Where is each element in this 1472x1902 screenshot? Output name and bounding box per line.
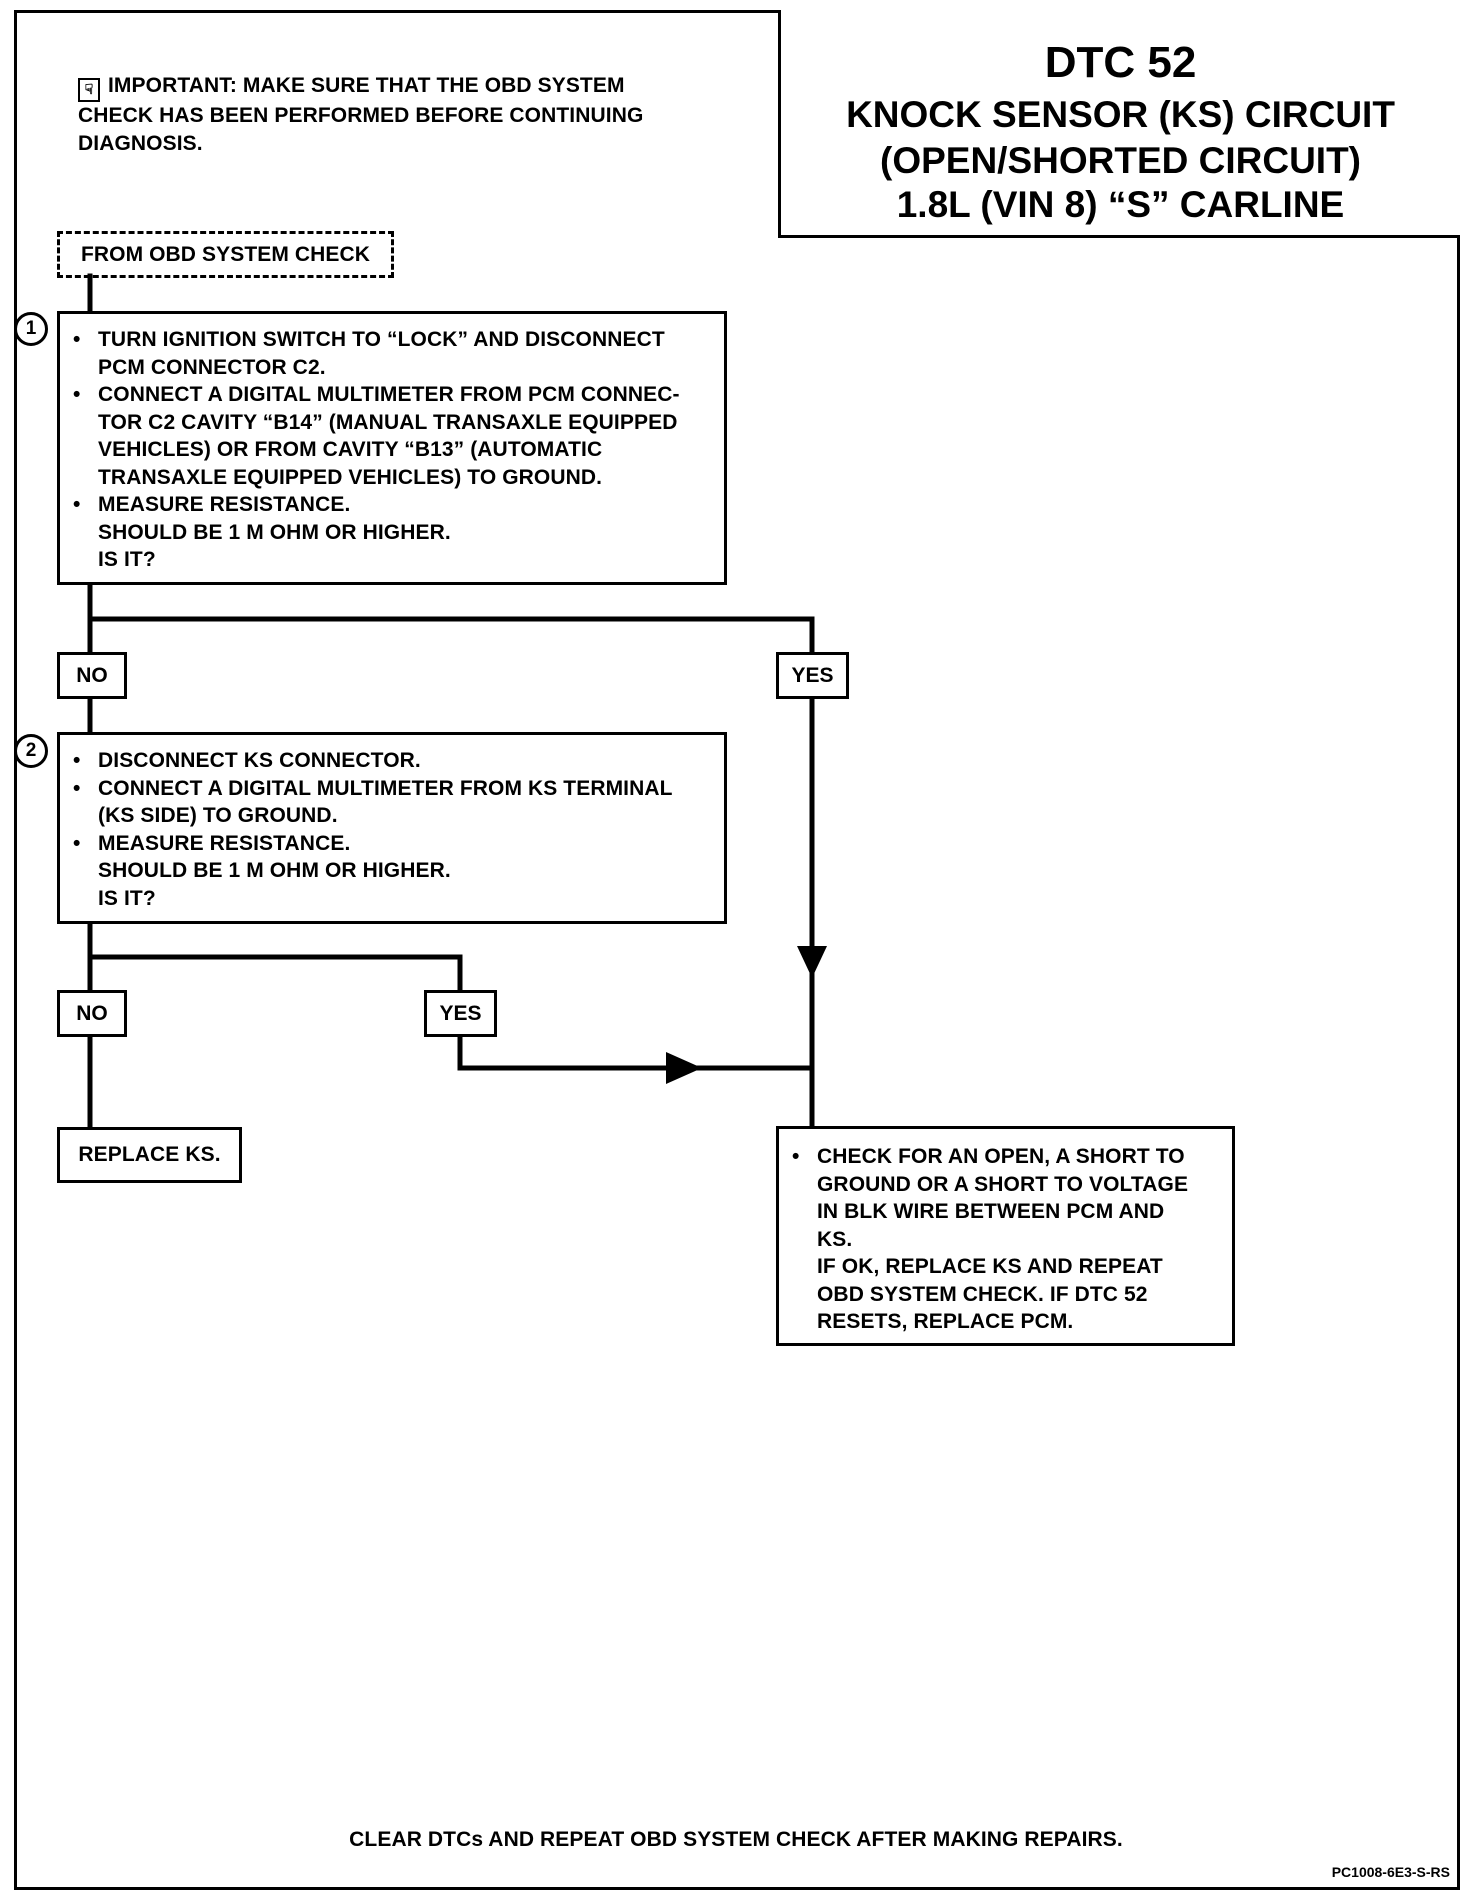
figure-code: PC1008-6E3-S-RS <box>1331 1864 1450 1880</box>
step-1-box: TURN IGNITION SWITCH TO “LOCK” AND DISCO… <box>57 311 727 585</box>
page-frame <box>14 10 1460 1890</box>
arrow-down-icon <box>797 946 827 978</box>
start-label: FROM OBD SYSTEM CHECK <box>80 242 371 266</box>
replace-ks-label: REPLACE KS. <box>78 1143 221 1167</box>
step-2-yes-label: YES <box>424 990 497 1037</box>
step-2-box: DISCONNECT KS CONNECTOR. CONNECT A DIGIT… <box>57 732 727 924</box>
step-2-number: 2 <box>14 734 48 768</box>
dtc-number: DTC 52 <box>1044 38 1197 87</box>
step-2-bullet-1: DISCONNECT KS CONNECTOR. <box>60 747 716 775</box>
check-wiring-list: CHECK FOR AN OPEN, A SHORT TO GROUND OR … <box>779 1143 1226 1336</box>
start-box: FROM OBD SYSTEM CHECK <box>57 231 394 278</box>
step-1-bullet-2: CONNECT A DIGITAL MULTIMETER FROM PCM CO… <box>60 381 716 491</box>
title-box: DTC 52 KNOCK SENSOR (KS) CIRCUIT (OPEN/S… <box>778 10 1460 238</box>
replace-ks-box: REPLACE KS. <box>57 1127 242 1183</box>
arrow-right-icon <box>666 1052 702 1084</box>
step-1-yes-label: YES <box>776 652 849 699</box>
check-wiring-box: CHECK FOR AN OPEN, A SHORT TO GROUND OR … <box>776 1126 1235 1346</box>
dtc-title: KNOCK SENSOR (KS) CIRCUIT <box>846 94 1395 135</box>
step-2-bullet-3: MEASURE RESISTANCE. SHOULD BE 1 M OHM OR… <box>60 830 716 913</box>
step-1-bullet-1: TURN IGNITION SWITCH TO “LOCK” AND DISCO… <box>60 326 716 381</box>
footer-note: CLEAR DTCs AND REPEAT OBD SYSTEM CHECK A… <box>349 1828 1123 1851</box>
important-note: ☟IMPORTANT: MAKE SURE THAT THE OBD SYSTE… <box>78 72 718 157</box>
dtc-subtitle: (OPEN/SHORTED CIRCUIT) <box>880 140 1361 181</box>
step-2-list: DISCONNECT KS CONNECTOR. CONNECT A DIGIT… <box>60 747 716 912</box>
step-2-no-label: NO <box>57 990 127 1037</box>
step-1-bullet-3: MEASURE RESISTANCE. SHOULD BE 1 M OHM OR… <box>60 491 716 574</box>
dtc-application: 1.8L (VIN 8) “S” CARLINE <box>896 184 1345 225</box>
important-text: IMPORTANT: MAKE SURE THAT THE OBD SYSTEM… <box>78 74 644 155</box>
check-wiring-bullet-1: CHECK FOR AN OPEN, A SHORT TO GROUND OR … <box>779 1143 1226 1336</box>
step-2-bullet-2: CONNECT A DIGITAL MULTIMETER FROM KS TER… <box>60 775 716 830</box>
step-1-number: 1 <box>14 312 48 346</box>
step-1-no-label: NO <box>57 652 127 699</box>
step-1-list: TURN IGNITION SWITCH TO “LOCK” AND DISCO… <box>60 326 716 574</box>
important-hand-icon: ☟ <box>78 78 100 102</box>
